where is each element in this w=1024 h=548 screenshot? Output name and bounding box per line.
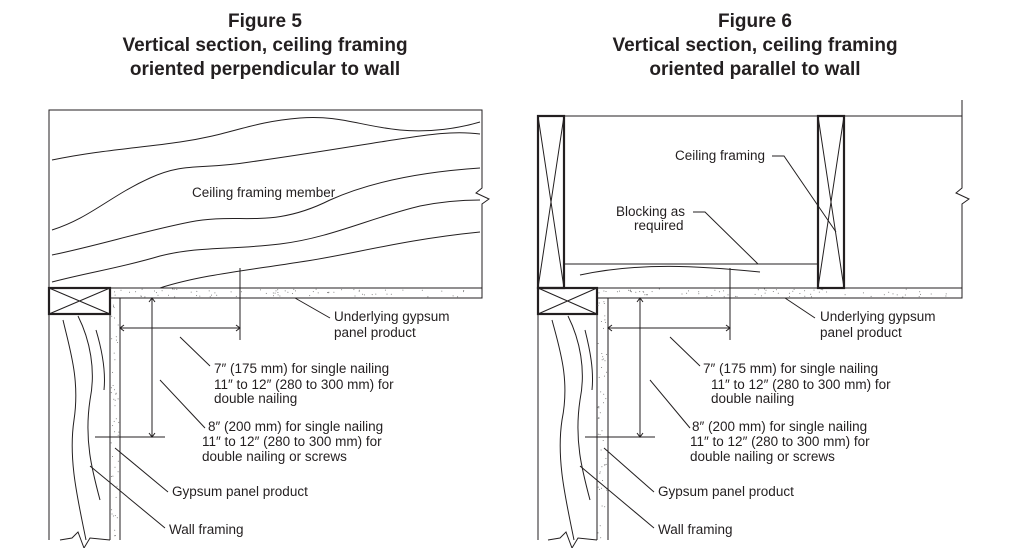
figure-5-subtitle-line2: oriented perpendicular to wall: [129, 59, 401, 80]
figure-6-drawing: Ceiling framing Blocking as required Und…: [536, 100, 970, 548]
leader-underlying-gypsum: [294, 297, 331, 319]
wall-gypsum-panel: [109, 298, 121, 540]
label-dim8-line1-6: 8″ (200 mm) for single nailing: [692, 419, 867, 434]
underlying-gypsum-panel-6: [596, 287, 963, 299]
figure-5-subtitle-line1: Vertical section, ceiling framing: [122, 35, 408, 56]
label-dim8-line3: double nailing or screws: [202, 449, 347, 464]
gypsum-speckle-texture: [110, 288, 947, 539]
leader-dimension-7-6: [669, 336, 701, 367]
leader-gypsum-panel: [114, 447, 169, 493]
figure-6-subtitle-line1: Vertical section, ceiling framing: [612, 35, 898, 56]
label-wall-framing: Wall framing: [169, 522, 244, 537]
figure-5-title: Figure 5: [228, 11, 302, 32]
ceiling-top-line: [565, 100, 963, 117]
label-gypsum-panel-6: Gypsum panel product: [658, 484, 794, 499]
label-gypsum-panel: Gypsum panel product: [172, 484, 308, 499]
label-dim7-line1-6: 7″ (175 mm) for single nailing: [703, 361, 878, 376]
wood-grain: [51, 117, 481, 289]
blocking-grain: [579, 265, 761, 276]
label-dim8-line3-6: double nailing or screws: [690, 449, 835, 464]
left-joist-cross: [537, 115, 565, 289]
leader-underlying-gypsum-6: [784, 297, 816, 319]
dimension-8-lines: [95, 297, 165, 438]
label-wall-framing-6: Wall framing: [658, 522, 733, 537]
top-plate-cross: [48, 287, 111, 315]
label-dim7-line3: double nailing: [214, 391, 297, 406]
leader-wall-framing-6: [579, 465, 655, 529]
label-dim8-line2-6: 11″ to 12″ (280 to 300 mm) for: [690, 434, 870, 449]
wall-gypsum-panel-6: [596, 298, 609, 540]
dimension-7-lines: [119, 268, 241, 340]
label-ceiling-framing: Ceiling framing: [675, 148, 765, 163]
label-dim7-line2-6: 11″ to 12″ (280 to 300 mm) for: [711, 377, 891, 392]
label-underlying-gypsum-1-6: Underlying gypsum: [820, 309, 936, 324]
leader-dimension-8-6: [649, 379, 691, 429]
figure-6-subtitle-line2: oriented parallel to wall: [649, 59, 861, 80]
figure-6-title: Figure 6: [718, 11, 792, 32]
underlying-gypsum-panel: [109, 287, 483, 299]
label-dim7-line3-6: double nailing: [711, 391, 794, 406]
label-dim8-line2: 11″ to 12″ (280 to 300 mm) for: [202, 434, 382, 449]
blocking: [563, 263, 819, 289]
leader-gypsum-panel-6: [603, 447, 655, 493]
leader-wall-framing: [89, 465, 166, 529]
label-underlying-gypsum-1: Underlying gypsum: [334, 309, 450, 324]
right-joist-cross: [817, 115, 845, 289]
leader-ceiling-framing: [772, 155, 837, 233]
top-plate-cross-6: [537, 287, 598, 315]
leader-blocking: [693, 211, 759, 265]
label-underlying-gypsum-2-6: panel product: [820, 325, 902, 340]
label-dim7-line1: 7″ (175 mm) for single nailing: [214, 361, 389, 376]
label-underlying-gypsum-2: panel product: [334, 325, 416, 340]
leader-dimension-7: [179, 336, 211, 367]
figure-5-title-block: Figure 5 Vertical section, ceiling frami…: [60, 10, 470, 82]
dimension-8-lines-6: [585, 297, 655, 438]
dimension-7-lines-6: [607, 268, 731, 340]
label-ceiling-framing-member: Ceiling framing member: [192, 185, 336, 200]
label-dim8-line1: 8″ (200 mm) for single nailing: [208, 419, 383, 434]
break-line: [955, 116, 970, 290]
wall-stud: [48, 314, 111, 548]
figure-6-title-block: Figure 6 Vertical section, ceiling frami…: [550, 10, 960, 82]
label-blocking-2: required: [634, 218, 684, 233]
figure-5-drawing: Ceiling framing member Underlying gypsum…: [47, 109, 490, 548]
wall-stud-6: [537, 314, 598, 548]
leader-dimension-8: [159, 379, 206, 429]
label-blocking-1: Blocking as: [616, 204, 685, 219]
label-dim7-line2: 11″ to 12″ (280 to 300 mm) for: [214, 377, 394, 392]
